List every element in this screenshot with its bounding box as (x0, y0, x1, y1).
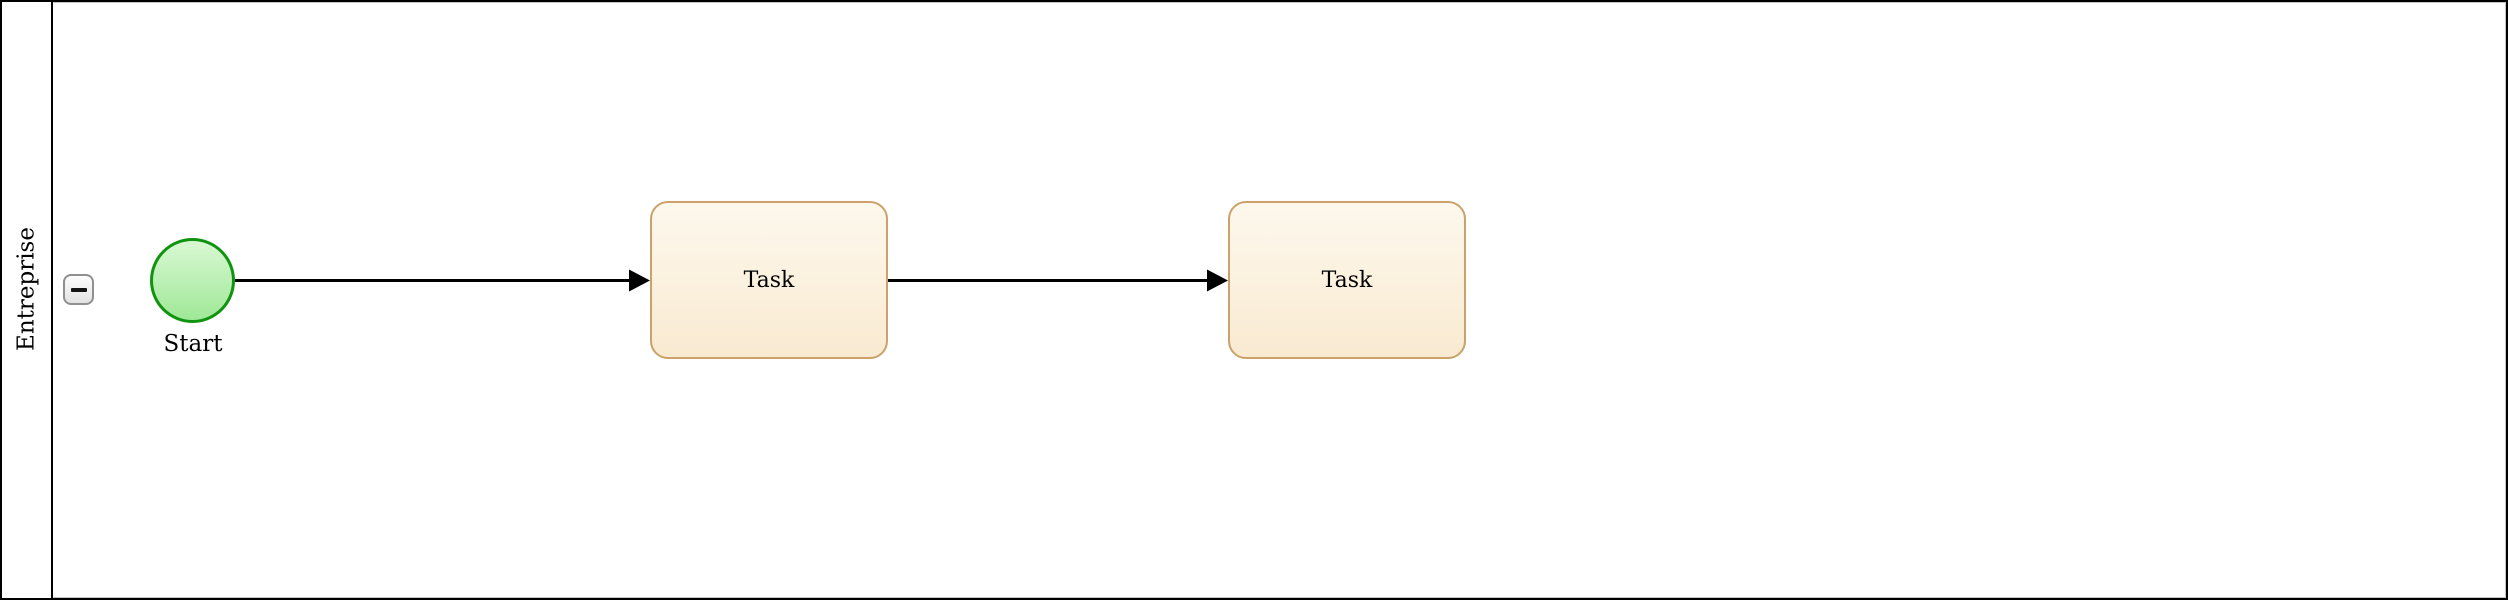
task-2-label: Task (1321, 267, 1373, 293)
task-2[interactable]: Task (1228, 201, 1466, 359)
sequence-flow-start-to-task1[interactable] (235, 269, 650, 292)
start-event-label: Start (163, 331, 223, 357)
collapse-minus-icon (70, 287, 87, 292)
sequence-flow-task1-to-task2[interactable] (888, 269, 1228, 292)
sequence-flow-1-arrowhead-icon (629, 269, 650, 292)
pool-header[interactable]: Entreprise (2, 2, 51, 598)
pool-header-divider (51, 2, 53, 598)
pool-label: Entreprise (13, 227, 39, 351)
lane-body (53, 2, 2506, 598)
task-1[interactable]: Task (650, 201, 888, 359)
sequence-flow-2-arrowhead-icon (1207, 269, 1228, 292)
task-1-label: Task (743, 267, 795, 293)
pool-collapse-button[interactable] (63, 274, 94, 305)
start-event[interactable] (150, 238, 235, 323)
